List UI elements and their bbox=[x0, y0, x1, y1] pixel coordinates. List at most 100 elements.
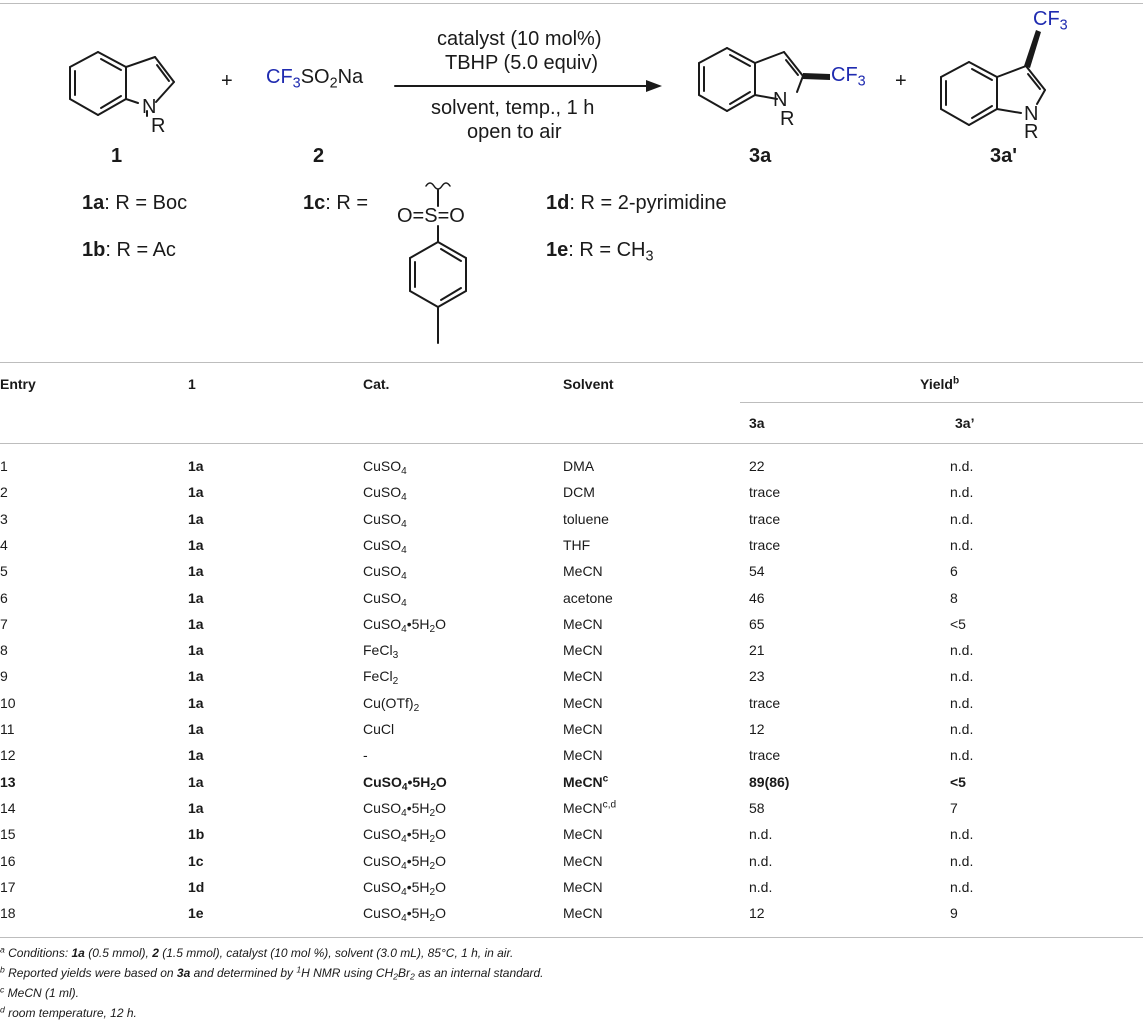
header-yield: Yieldb bbox=[920, 375, 960, 392]
cell-yield-3a-prime: n.d. bbox=[950, 642, 974, 658]
cell-solvent: MeCN bbox=[563, 668, 603, 684]
catalyst-hydrate-tail: O bbox=[435, 826, 447, 842]
catalyst-formula: CuSO bbox=[363, 563, 402, 579]
r-group-1a: 1a: R = Boc bbox=[82, 192, 188, 214]
cell-substrate: 1a bbox=[188, 458, 204, 474]
cell-substrate: 1c bbox=[188, 853, 204, 869]
cell-catalyst: CuSO4 bbox=[363, 537, 407, 557]
cell-catalyst: FeCl3 bbox=[363, 642, 399, 662]
catalyst-subscript: 3 bbox=[392, 650, 399, 662]
cell-catalyst: CuSO4•5H2O bbox=[363, 826, 447, 845]
cell-solvent: THF bbox=[563, 537, 590, 553]
footnote-d: d room temperature, 12 h. bbox=[0, 1004, 137, 1020]
indole-structure-3a-prime bbox=[940, 30, 1046, 126]
cell-solvent: MeCN bbox=[563, 721, 603, 737]
catalyst-subscript: 4 bbox=[401, 519, 407, 531]
plus-sign-1: + bbox=[221, 70, 233, 92]
catalyst-subscript: 4 bbox=[401, 808, 407, 820]
compound-label-2: 2 bbox=[313, 145, 325, 167]
cell-yield-3a: 58 bbox=[749, 800, 765, 816]
r-group-1c: 1c: R = bbox=[303, 192, 369, 214]
r-group-1b: 1b: R = Ac bbox=[82, 239, 176, 261]
yield-group-rule bbox=[740, 402, 1143, 403]
atom-n-1: N bbox=[142, 96, 157, 118]
cell-entry: 7 bbox=[0, 616, 8, 632]
catalyst-formula: CuCl bbox=[363, 721, 395, 737]
atom-r-3a-prime: R bbox=[1024, 121, 1039, 143]
cell-entry: 4 bbox=[0, 537, 8, 553]
cell-solvent: MeCN bbox=[563, 747, 603, 763]
cell-yield-3a-prime: n.d. bbox=[950, 853, 974, 869]
header-yield-3a-prime: 3a’ bbox=[955, 415, 975, 431]
cell-substrate: 1d bbox=[188, 879, 205, 895]
catalyst-formula: CuSO bbox=[363, 905, 402, 921]
cell-substrate: 1a bbox=[188, 484, 204, 500]
catalyst-subscript: 4 bbox=[401, 492, 407, 504]
catalyst-formula: CuSO bbox=[363, 511, 402, 527]
solvent-name: MeCN bbox=[563, 616, 603, 632]
catalyst-hydrate-subscript: 2 bbox=[429, 808, 436, 820]
catalyst-subscript: 4 bbox=[401, 545, 407, 557]
cell-solvent: MeCN bbox=[563, 826, 603, 842]
atom-n-3a-prime: N bbox=[1024, 103, 1039, 125]
tosyl-structure bbox=[409, 182, 467, 344]
catalyst-formula: FeCl bbox=[363, 642, 393, 658]
catalyst-formula: CuSO bbox=[363, 853, 402, 869]
table-top-rule bbox=[0, 362, 1143, 363]
catalyst-hydrate-tail: O bbox=[435, 853, 447, 869]
cell-solvent: toluene bbox=[563, 511, 609, 527]
cell-yield-3a: 23 bbox=[749, 668, 765, 684]
catalyst-subscript: 4 bbox=[401, 861, 407, 873]
header-solvent: Solvent bbox=[563, 376, 614, 392]
cell-yield-3a: 54 bbox=[749, 563, 765, 579]
cell-catalyst: CuSO4 bbox=[363, 590, 407, 610]
cell-entry: 5 bbox=[0, 563, 8, 579]
catalyst-hydrate: •5H bbox=[406, 879, 430, 895]
catalyst-hydrate-tail: O bbox=[435, 616, 447, 632]
cell-solvent: MeCNc bbox=[563, 774, 608, 790]
catalyst-hydrate: •5H bbox=[407, 774, 431, 790]
cell-yield-3a-prime: n.d. bbox=[950, 826, 974, 842]
compound-label-1: 1 bbox=[111, 145, 123, 167]
solvent-footnote-mark: c bbox=[602, 773, 609, 785]
plus-sign-2: + bbox=[895, 70, 907, 92]
catalyst-hydrate: •5H bbox=[406, 905, 430, 921]
catalyst-subscript: 4 bbox=[401, 598, 407, 610]
cell-substrate: 1a bbox=[188, 695, 204, 711]
cell-entry: 8 bbox=[0, 642, 8, 658]
catalyst-hydrate: •5H bbox=[406, 800, 430, 816]
solvent-name: MeCN bbox=[563, 695, 603, 711]
catalyst-hydrate-subscript: 2 bbox=[429, 624, 436, 636]
cell-substrate: 1a bbox=[188, 511, 204, 527]
solvent-name: MeCN bbox=[563, 905, 603, 921]
cell-yield-3a-prime: n.d. bbox=[950, 484, 974, 500]
catalyst-hydrate-subscript: 2 bbox=[430, 782, 436, 794]
cell-entry: 9 bbox=[0, 668, 8, 684]
footnote-a: a Conditions: 1a (0.5 mmol), 2 (1.5 mmol… bbox=[0, 944, 514, 960]
cell-yield-3a: trace bbox=[749, 747, 781, 763]
catalyst-formula: CuSO bbox=[363, 590, 402, 606]
catalyst-subscript: 4 bbox=[401, 887, 407, 899]
reagent-formula: CF3SO2Na bbox=[266, 66, 364, 92]
cf3-group-3a: CF3 bbox=[831, 64, 866, 90]
r-group-1e: 1e: R = CH3 bbox=[546, 239, 654, 265]
cell-substrate: 1e bbox=[188, 905, 204, 921]
catalyst-hydrate: •5H bbox=[406, 826, 430, 842]
cell-yield-3a: n.d. bbox=[749, 879, 773, 895]
catalyst-hydrate-tail: O bbox=[435, 800, 447, 816]
cell-yield-3a: 21 bbox=[749, 642, 765, 658]
cell-entry: 10 bbox=[0, 695, 16, 711]
cell-catalyst: CuSO4 bbox=[363, 511, 407, 531]
cell-yield-3a-prime: n.d. bbox=[950, 511, 974, 527]
solvent-name: MeCN bbox=[563, 826, 603, 842]
catalyst-hydrate-tail: O bbox=[435, 774, 447, 790]
catalyst-formula: CuSO bbox=[363, 774, 402, 790]
solvent-name: MeCN bbox=[563, 800, 603, 816]
cell-yield-3a: 12 bbox=[749, 721, 765, 737]
solvent-name: MeCN bbox=[563, 774, 603, 790]
cell-entry: 12 bbox=[0, 747, 16, 763]
cell-yield-3a-prime: n.d. bbox=[950, 668, 974, 684]
cell-catalyst: CuSO4 bbox=[363, 484, 407, 504]
footnote-b: b Reported yields were based on 3a and d… bbox=[0, 964, 544, 982]
cell-substrate: 1a bbox=[188, 800, 204, 816]
